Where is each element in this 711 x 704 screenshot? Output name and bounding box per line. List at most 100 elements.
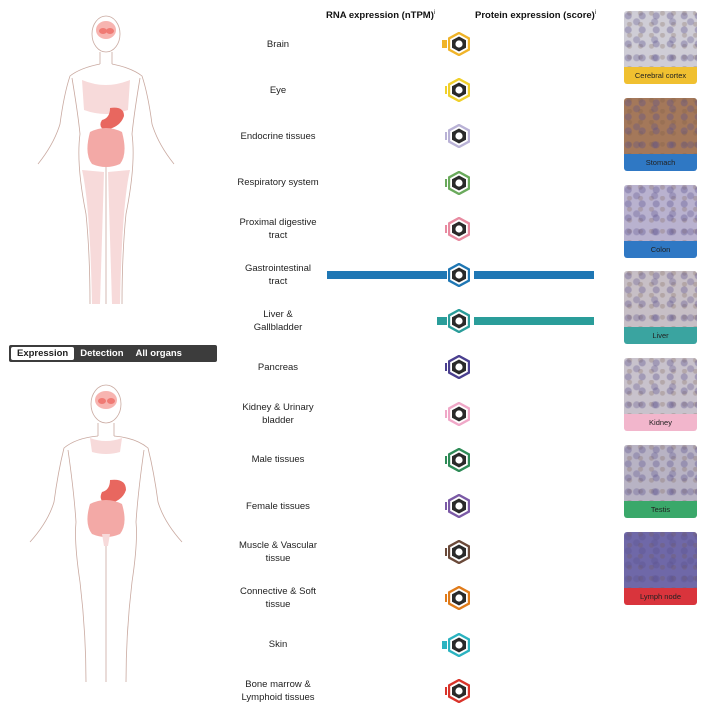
tissue-label-line: bladder	[262, 414, 294, 426]
rna-bar-pancreas[interactable]	[445, 363, 447, 372]
tissue-label-line: Female tissues	[246, 500, 310, 512]
tissue-label-line: Male tissues	[251, 454, 305, 466]
tissue-image	[624, 445, 697, 501]
protein-info-icon[interactable]: i	[594, 10, 597, 16]
tissue-label-endocrine-tissues[interactable]: Endocrine tissues	[228, 130, 328, 143]
tissue-label-line: tissue	[265, 553, 291, 565]
rna-bar-proximal-digestive-tract[interactable]	[445, 224, 447, 233]
tissue-image	[624, 184, 697, 241]
rna-info-icon[interactable]: i	[433, 10, 436, 16]
heart-icon[interactable]	[448, 540, 470, 565]
connective-tissue-icon[interactable]	[448, 586, 470, 611]
kidney-icon[interactable]	[448, 401, 470, 426]
rna-bar-liver-gallbladder[interactable]	[437, 317, 447, 326]
skin-icon[interactable]	[448, 632, 470, 657]
tissue-label-gastrointestinal-tract[interactable]: Gastrointestinal tract	[228, 262, 328, 288]
pancreas-icon[interactable]	[448, 355, 470, 380]
tissue-label-line: Liver &	[263, 309, 293, 321]
tissue-label-line: Bone marrow &	[245, 678, 311, 690]
tissue-label-female-tissues[interactable]: Female tissues	[228, 500, 328, 513]
rna-bar-muscle-vascular-tissue[interactable]	[445, 548, 447, 557]
tissue-label-line: Kidney & Urinary	[242, 401, 314, 413]
lung-icon[interactable]	[448, 170, 470, 195]
thumbnail-stomach[interactable]: Stomach	[624, 97, 697, 171]
thumbnail-caption: Stomach	[624, 153, 697, 171]
bone-marrow-icon[interactable]	[448, 678, 470, 703]
tissue-label-line: Connective & Soft	[239, 586, 317, 598]
rna-bar-gastrointestinal-tract[interactable]	[327, 271, 447, 279]
tissue-label-respiratory-system[interactable]: Respiratory system	[228, 176, 328, 189]
tissue-label-line: tract	[268, 229, 288, 241]
rna-bar-connective-soft-tissue[interactable]	[445, 594, 447, 603]
male-tissue-icon[interactable]	[448, 447, 470, 472]
female-tissue-icon[interactable]	[448, 494, 470, 518]
rna-bar-skin[interactable]	[442, 640, 447, 649]
rna-bar-kidney-urinary-bladder[interactable]	[445, 409, 447, 418]
tissue-label-line: Muscle & Vascular	[239, 540, 317, 552]
tissue-label-brain[interactable]: Brain	[228, 38, 328, 51]
tissue-image	[624, 11, 697, 67]
tissue-label-line: tissue	[265, 599, 291, 611]
rna-bar-male-tissues[interactable]	[445, 455, 447, 464]
thumbnail-caption: Lymph node	[624, 587, 697, 605]
tissue-label-line: Proximal digestive	[239, 216, 317, 228]
thumbnail-cerebral-cortex[interactable]: Cerebral cortex	[624, 11, 697, 84]
stomach-icon[interactable]	[448, 263, 470, 287]
rna-bar-brain[interactable]	[442, 40, 447, 48]
tissue-label-line: Lymphoid tissues	[241, 691, 315, 703]
thumbnail-caption: Liver	[624, 327, 697, 345]
tissue-label-line: Gastrointestinal	[244, 263, 311, 274]
brain-icon[interactable]	[448, 32, 470, 56]
rna-bar-endocrine-tissues[interactable]	[445, 132, 447, 141]
thumbnail-liver[interactable]: Liver	[624, 271, 697, 345]
view-toggle: Expression Detection All organs	[9, 345, 217, 362]
tissue-label-eye[interactable]: Eye	[228, 84, 328, 97]
eye-icon[interactable]	[448, 78, 470, 103]
thumbnail-caption: Colon	[624, 240, 697, 258]
rna-bar-eye[interactable]	[445, 86, 447, 95]
female-body-illustration	[37, 15, 175, 305]
tissue-label-line: Brain	[266, 38, 290, 50]
tissue-image	[624, 97, 697, 154]
toggle-expression[interactable]: Expression	[11, 347, 75, 360]
tissue-label-line: Pancreas	[257, 361, 299, 373]
thumbnail-lymph-node[interactable]: Lymph node	[624, 531, 697, 605]
rna-bar-bone-marrow-lymphoid-tissues[interactable]	[445, 686, 447, 695]
thumbnail-kidney[interactable]: Kidney	[624, 358, 697, 432]
tissue-image	[624, 358, 697, 415]
toggle-all-organs[interactable]: All organs	[135, 348, 182, 359]
toggle-detection[interactable]: Detection	[80, 348, 124, 359]
tissue-label-pancreas[interactable]: Pancreas	[228, 361, 328, 374]
thumbnail-caption: Testis	[624, 501, 697, 518]
tissue-image	[624, 271, 697, 328]
tissue-label-line: tract	[268, 276, 288, 287]
tissue-label-line: Gallbladder	[253, 322, 303, 334]
thumbnail-colon[interactable]: Colon	[624, 184, 697, 258]
intestine-region	[87, 128, 125, 167]
thyroid-icon[interactable]	[448, 124, 470, 149]
tissue-label-skin[interactable]: Skin	[228, 638, 328, 651]
rna-bar-respiratory-system[interactable]	[445, 178, 447, 187]
protein-header-text: Protein expression (score)	[475, 10, 595, 22]
tissue-label-line: Respiratory system	[237, 177, 319, 189]
protein-bar-liver-gallbladder[interactable]	[474, 317, 594, 326]
tissue-label-line: Eye	[269, 84, 287, 96]
stomach-region	[100, 107, 124, 130]
rna-expression-header: RNA expression (nTPM)i	[326, 10, 435, 21]
thumbnail-testis[interactable]: Testis	[624, 445, 697, 518]
thumbnail-caption: Kidney	[624, 414, 697, 432]
tooth-icon[interactable]	[448, 216, 470, 241]
protein-bar-gastrointestinal-tract[interactable]	[474, 271, 594, 279]
tissue-label-bone-marrow-lymphoid-tissues[interactable]: Bone marrow &Lymphoid tissues	[228, 678, 328, 704]
liver-icon[interactable]	[448, 309, 470, 334]
male-body-illustration	[29, 384, 183, 683]
tissue-image	[624, 531, 697, 588]
rna-header-text: RNA expression (nTPM)	[326, 10, 434, 22]
tissue-label-male-tissues[interactable]: Male tissues	[228, 453, 328, 466]
rna-bar-female-tissues[interactable]	[445, 502, 447, 510]
tissue-label-liver-gallbladder[interactable]: Liver &Gallbladder	[228, 308, 328, 334]
